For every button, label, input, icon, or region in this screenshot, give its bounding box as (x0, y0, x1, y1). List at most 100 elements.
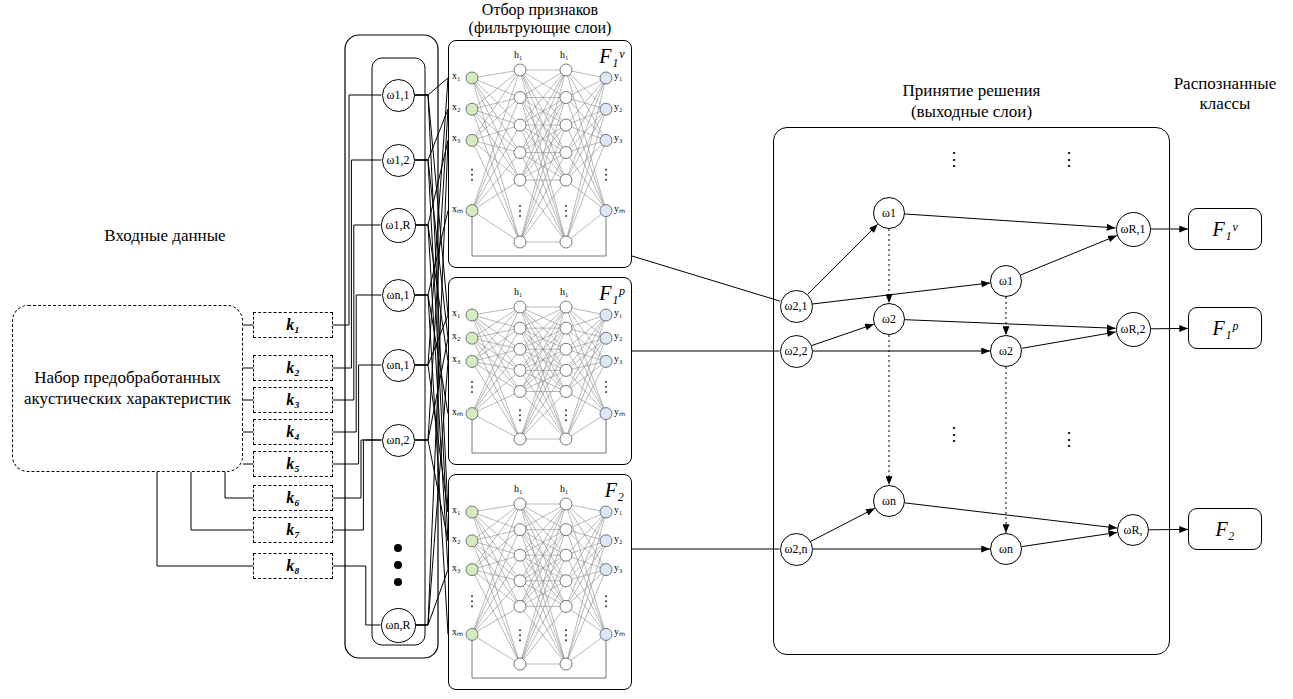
hidden-neuron (514, 119, 526, 131)
hidden-neuron (514, 147, 526, 159)
net-link (472, 328, 520, 413)
net-link (520, 98, 566, 242)
connector (889, 229, 890, 303)
node-label: ωn,2 (387, 434, 410, 446)
input-neuron (466, 628, 478, 640)
net-link (472, 307, 520, 315)
node-label: k₂ (286, 359, 300, 377)
connector (416, 570, 449, 625)
ellipsis-dot (565, 210, 567, 212)
feature-box: k₂ (253, 355, 333, 381)
connector (243, 464, 253, 465)
net-link (520, 555, 566, 664)
net-link (520, 70, 566, 180)
net-link (472, 109, 520, 125)
node-label: ω2 (882, 313, 896, 325)
hidden-neuron (514, 92, 526, 104)
net-link (566, 512, 606, 664)
ellipsis-dot (471, 174, 473, 176)
ellipsis-mark: ⋮ (1060, 430, 1078, 448)
net-link (520, 349, 566, 391)
net-link (520, 504, 566, 606)
node-label: ω2,1 (785, 300, 808, 312)
hidden-neuron (514, 385, 526, 397)
net-link (472, 78, 520, 242)
output-neuron (600, 205, 612, 217)
neuron-label: yₘ (614, 627, 625, 637)
net-link (520, 125, 566, 180)
net-link (566, 555, 606, 634)
node-label: F₁ᵛ (1213, 218, 1238, 241)
node-label: Набор предобработанных акустических хара… (21, 368, 234, 409)
connector (813, 549, 991, 550)
net-link (472, 555, 520, 634)
net-link (472, 512, 520, 530)
net-link (472, 634, 520, 664)
net-link (472, 530, 520, 635)
connector (905, 214, 1116, 228)
net-link (520, 70, 566, 125)
neuron-circle: ωR,1 (1116, 212, 1151, 247)
net-link (520, 606, 566, 607)
ellipsis-dot (605, 381, 607, 383)
feature-box: k₇ (253, 517, 333, 543)
connector (905, 320, 1116, 329)
net-link (520, 328, 566, 391)
input-neuron (466, 103, 478, 115)
connector (811, 508, 875, 541)
neuron-circle: ω2 (990, 335, 1022, 367)
decision-layer-box: Принятие решения (выходные слои)ω2,1ω2,2… (773, 127, 1170, 655)
node-label: ωn (882, 495, 896, 507)
neuron-label: yₘ (614, 407, 625, 417)
output-neuron (600, 408, 612, 420)
neuron-label: x₁ (452, 505, 461, 515)
node-label: ωn,1 (387, 359, 410, 371)
net-link (520, 307, 566, 328)
net-link (520, 70, 566, 180)
ellipsis-dot (471, 391, 473, 393)
connector (157, 472, 253, 566)
hidden-neuron (560, 498, 572, 510)
node-label: k₇ (286, 521, 300, 539)
neuron-label: x₂ (452, 102, 461, 112)
net-link (566, 338, 606, 391)
connector (333, 225, 381, 400)
net-link (472, 504, 520, 512)
input-neuron (466, 205, 478, 217)
ellipsis-dot (519, 629, 521, 631)
neuron-circle: ωR,2 (1116, 312, 1151, 347)
net-link (520, 530, 566, 664)
input-neuron (466, 309, 478, 321)
net-link (472, 370, 520, 413)
connector (632, 256, 780, 301)
feature-box: k₅ (253, 451, 333, 477)
node-label: ωn (999, 543, 1013, 555)
neuron-label: h₁ (560, 484, 569, 494)
neuron-circle: ω1,2 (382, 144, 415, 177)
ellipsis-dot (519, 639, 521, 641)
net-link (472, 125, 520, 211)
net-link (472, 570, 520, 607)
neuron-label: y₂ (614, 331, 623, 341)
hidden-neuron (514, 549, 526, 561)
net-link (472, 530, 520, 541)
net-link (566, 180, 606, 211)
net-link (520, 98, 566, 242)
net-link (520, 307, 566, 370)
hidden-neuron (514, 64, 526, 76)
ellipsis-dot (471, 600, 473, 602)
net-link (520, 180, 566, 242)
connector (889, 335, 890, 485)
neuron-label: y₃ (614, 354, 623, 364)
section-heading: Принятие решения (выходные слои) (774, 81, 1169, 122)
net-link (566, 338, 606, 439)
section-heading: Отбор признаков (фильтрующие слои) (450, 1, 630, 38)
net-link (520, 555, 566, 664)
neuron-circle: ωn,1 (382, 279, 415, 312)
neuron-label: xₘ (452, 204, 463, 214)
net-link (520, 307, 566, 391)
hidden-neuron (560, 524, 572, 536)
feature-box: k₃ (253, 387, 333, 413)
neuron-label: x₃ (452, 133, 461, 143)
filter-network-box: F₁ᵛ (448, 40, 632, 268)
